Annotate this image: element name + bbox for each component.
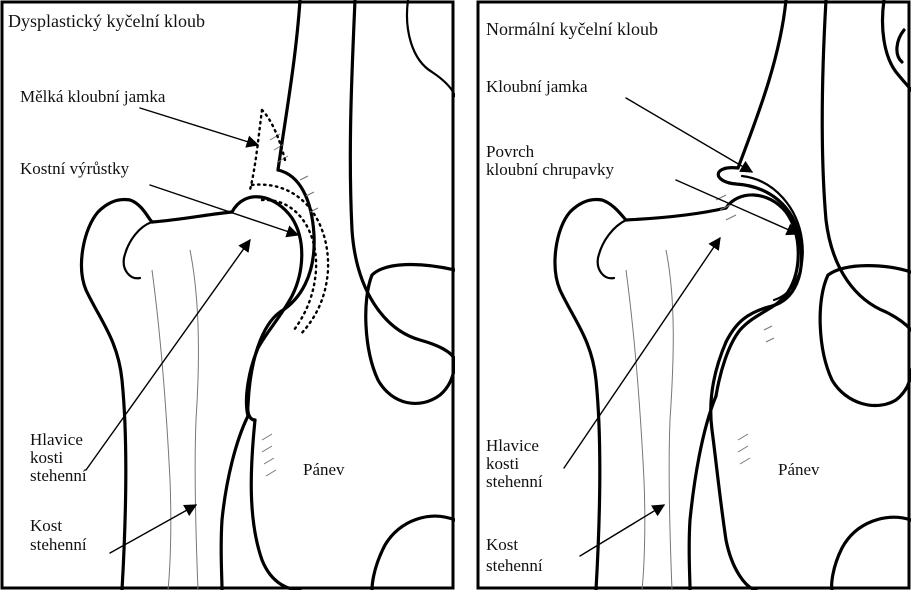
label-femoral-head-line2: kosti [486,455,519,473]
label-femur-line2: stehenní [30,536,87,554]
pelvis-lower-contour [251,420,300,590]
greater-trochanter-inner [598,220,626,278]
greater-trochanter-inner [124,222,152,278]
obturator-foramen [820,266,911,406]
label-shallow-socket: Mělká kloubní jamka [20,88,165,106]
obturator-foramen [366,265,455,404]
femur-marrow-line-2 [190,250,198,590]
label-femoral-head-line3: stehenní [30,467,87,485]
socket-hatching [716,195,774,464]
label-cartilage-line1: Povrch [486,143,534,161]
panel-title: Normální kyčelní kloub [486,20,658,38]
ischium-contour [832,517,911,590]
label-pelvis: Pánev [778,461,820,479]
top-right-bone [883,0,911,90]
normal-hip-panel: Normální kyčelní kloub Kloubní jamka Pov… [476,0,911,590]
femur-outer-contour [82,200,152,590]
label-femur-line1: Kost [486,536,518,554]
femoral-neck-top [626,208,726,220]
label-femur-line1: Kost [30,517,62,535]
label-pelvis: Pánev [303,461,345,479]
femur-marrow-line-2 [666,250,673,590]
femoral-neck-top [152,212,232,222]
ilium-left-edge [278,0,300,170]
arrow-socket [626,98,752,172]
pelvis-lower-contour [711,342,756,590]
femur-marrow-line-1 [626,270,645,590]
ilium-left-edge [738,0,786,168]
label-socket: Kloubní jamka [486,78,588,96]
label-cartilage-line2: kloubní chrupavky [486,161,614,179]
femur-outer-contour [555,200,626,590]
label-femoral-head-line1: Hlavice [486,437,539,455]
femur-marrow-line-1 [152,270,171,590]
arrow-shallow-socket [140,108,258,145]
ischium-contour [372,516,455,590]
arrow-femoral-head [564,238,720,468]
panel-title: Dysplastický kyčelní kloub [8,12,205,30]
label-femur-line2: stehenní [486,557,543,575]
femoral-head [232,197,302,416]
femoral-head [716,195,798,396]
bone-spur-dots-inner [262,200,316,330]
label-femoral-head-line1: Hlavice [30,431,83,449]
label-femoral-head-line3: stehenní [486,473,543,491]
arrow-femur [110,505,196,553]
upper-right-contour [407,0,455,96]
arrow-bone-spurs [150,185,298,235]
arrow-femur [580,505,664,556]
dysplastic-hip-panel: Dysplastický kyčelní kloub Mělká kloubní… [0,0,455,590]
label-femoral-head-line2: kosti [30,449,63,467]
label-bone-spurs: Kostní výrůstky [20,160,129,178]
femur-inner-contour [221,416,248,590]
